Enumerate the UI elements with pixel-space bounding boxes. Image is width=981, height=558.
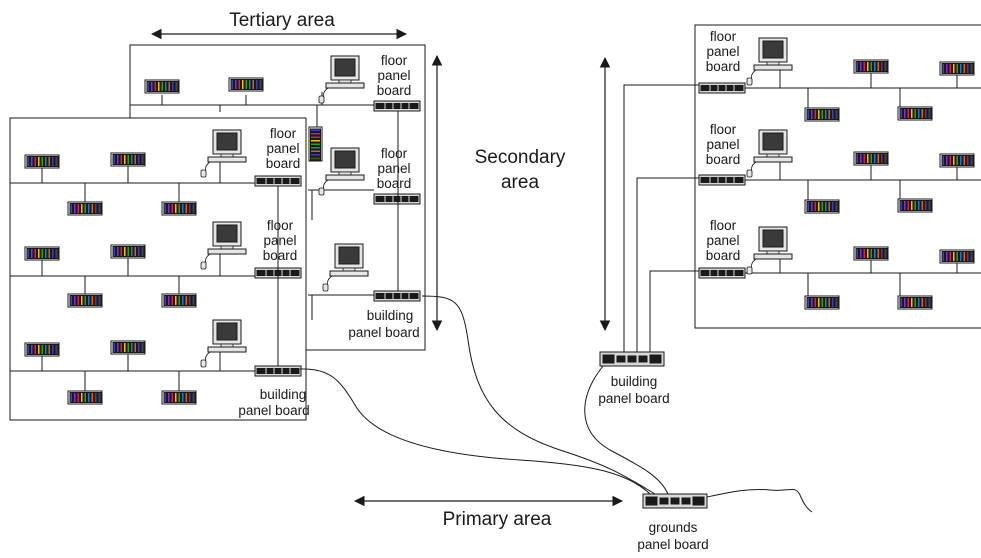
right-riser-cables [623, 84, 699, 352]
floor-label: floor [267, 218, 294, 233]
board-label: board [266, 156, 301, 171]
floor-label: floor [270, 126, 297, 141]
board-label: board [263, 248, 298, 263]
building-label: building [260, 387, 307, 402]
panel-label: panel [263, 233, 296, 248]
grounds-panel-board-label: panel board [637, 537, 708, 552]
building-label: building [367, 308, 414, 323]
grounds-panel-board [642, 493, 708, 509]
floor-label: floor [381, 146, 408, 161]
panel-label: panel [377, 68, 410, 83]
floor-label: floor [710, 122, 737, 137]
secondary-area-label-line2: area [501, 172, 539, 193]
board-label: board [377, 83, 412, 98]
building-panel-board-label: panel board [598, 391, 669, 406]
building-panel-board-label: panel board [348, 325, 419, 340]
board-label: board [706, 59, 741, 74]
secondary-area-label-line1: Secondary [475, 147, 566, 168]
panel-label: panel [706, 44, 739, 59]
right-building: floor panel board floor panel board floo… [694, 24, 981, 329]
board-label: board [706, 152, 741, 167]
grounds-label: grounds [649, 520, 698, 535]
panel-label: panel [266, 141, 299, 156]
primary-area-label: Primary area [443, 509, 552, 530]
panel-label: panel [706, 137, 739, 152]
primary-cables [299, 295, 813, 513]
board-label: board [706, 248, 741, 263]
floor-label: floor [381, 53, 408, 68]
board-label: board [377, 176, 412, 191]
building-panel-board-right [599, 351, 665, 367]
floor-label: floor [710, 218, 737, 233]
building-label: building [611, 374, 658, 389]
panel-label: panel [377, 161, 410, 176]
panel-label: panel [706, 233, 739, 248]
floor-label: floor [710, 29, 737, 44]
tertiary-area-label: Tertiary area [229, 10, 335, 31]
front-building: floor panel board floor panel board buil… [9, 117, 310, 421]
building-panel-board-label: panel board [238, 403, 309, 418]
